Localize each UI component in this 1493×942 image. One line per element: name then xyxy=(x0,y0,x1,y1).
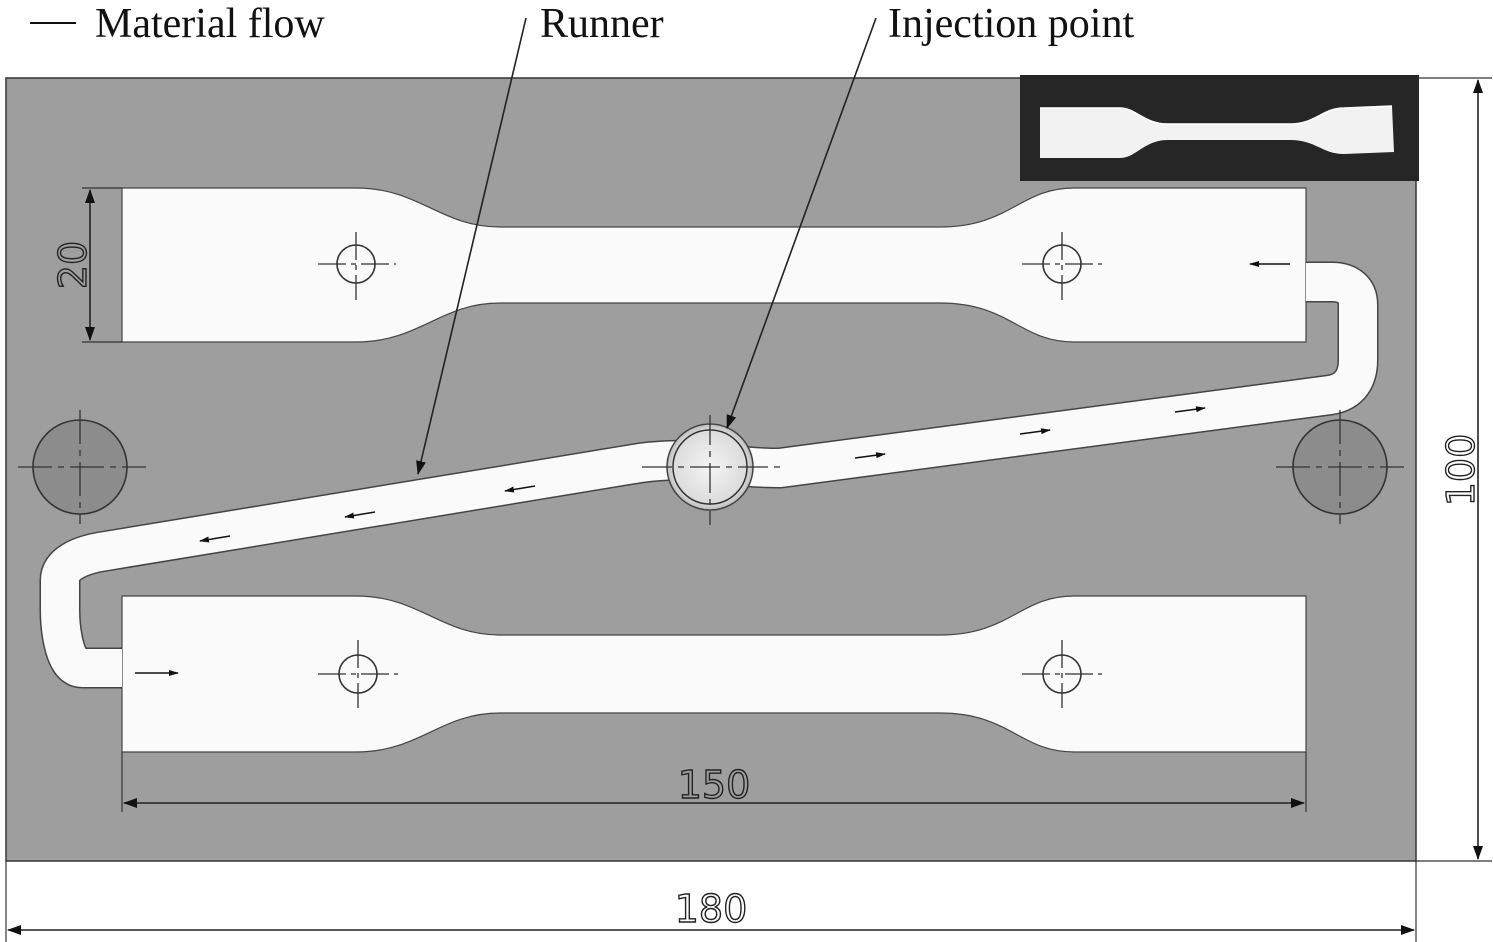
injection-point-callout: Injection point xyxy=(726,1,1134,429)
dimension-20-label: 20 xyxy=(51,241,95,289)
runner-label: Runner xyxy=(540,1,664,47)
dimension-20: 20 xyxy=(50,187,122,343)
flow-arrows xyxy=(135,261,1290,676)
guide-pin-holes xyxy=(18,410,1404,524)
dimension-150-label: 150 xyxy=(678,763,751,807)
dimension-180: 180 xyxy=(5,861,1417,942)
legend-material-flow: Material flow xyxy=(30,1,325,47)
dimension-100-label: 100 xyxy=(1439,434,1483,507)
dimension-150: 150 xyxy=(121,752,1307,812)
specimen-photo xyxy=(1020,75,1419,181)
dimension-180-label: 180 xyxy=(675,887,748,931)
specimen-holes xyxy=(318,232,1102,708)
dimension-100: 100 xyxy=(1416,77,1492,862)
runner-callout: Runner xyxy=(416,1,664,475)
legend-material-flow-label: Material flow xyxy=(95,1,325,47)
injection-point-label: Injection point xyxy=(888,1,1134,47)
top-specimen-cavity xyxy=(121,187,1307,343)
